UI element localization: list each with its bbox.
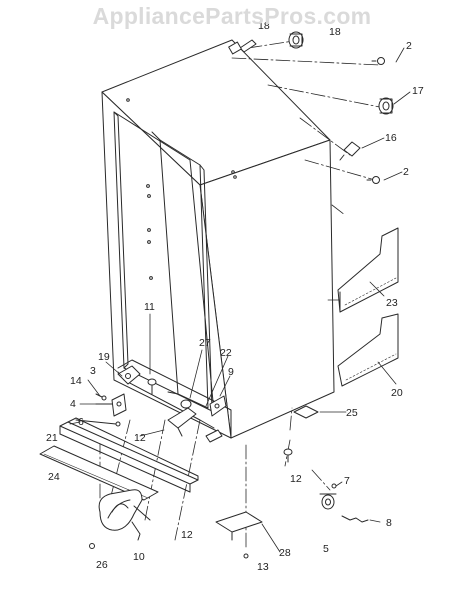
spring-8: [341, 515, 369, 523]
panel-23: [337, 227, 399, 313]
small-part-clip: [205, 429, 223, 443]
callout-5: 5: [323, 543, 329, 555]
screw-14: [95, 393, 107, 401]
callout-18b: 18: [329, 26, 341, 38]
bracket-22: [167, 407, 197, 437]
hinge-pin-18a: [228, 39, 257, 55]
callout-3: 3: [90, 365, 96, 377]
roller-5: [319, 493, 337, 510]
callout-11: 11: [144, 301, 155, 313]
callout-numbers: 18 18 2 17 16 2 23 20 11 27 22 9 19 3 14…: [46, 20, 424, 573]
screw-2b: [366, 176, 380, 184]
callout-21: 21: [46, 432, 58, 444]
panel-20: [337, 313, 399, 387]
bracket-9: [209, 395, 227, 417]
leveling-leg-11: [147, 378, 157, 395]
screw-13: [243, 553, 249, 559]
callout-10: 10: [133, 551, 145, 563]
leg-12-right: [283, 448, 293, 463]
callout-22: 22: [220, 347, 232, 359]
hinge-bracket-4: [95, 393, 127, 417]
callout-25: 25: [346, 407, 358, 419]
drain-hose-10: [98, 489, 151, 541]
kickplate-21: [59, 417, 199, 493]
callout-2a: 2: [406, 40, 412, 52]
cabinet: [101, 39, 335, 439]
callout-24: 24: [48, 471, 60, 483]
clamp-26: [89, 543, 95, 549]
screw-2a: [371, 57, 385, 65]
callout-12-bottom: 12: [181, 529, 193, 541]
callout-17: 17: [412, 85, 424, 97]
callout-19: 19: [98, 351, 110, 363]
callout-20: 20: [391, 387, 403, 399]
callout-6: 6: [78, 416, 84, 428]
callout-13: 13: [257, 561, 269, 573]
callout-14: 14: [70, 375, 82, 387]
callout-leaders: [69, 47, 411, 553]
callout-12-right: 12: [290, 473, 302, 485]
cover-28: [215, 511, 263, 541]
callout-4: 4: [70, 398, 76, 410]
callout-2b: 2: [403, 166, 409, 178]
pin-7: [331, 483, 337, 489]
callout-16: 16: [385, 132, 397, 144]
callout-9: 9: [228, 366, 234, 378]
hinge-16: [339, 141, 361, 161]
watermark: AppliancePartsPros.com: [92, 3, 372, 29]
bushing-18b: [288, 31, 304, 49]
callout-7: 7: [344, 475, 350, 487]
bushing-17: [378, 97, 394, 115]
callout-12-mid: 12: [134, 432, 146, 444]
bracket-19: [117, 365, 141, 385]
callout-26: 26: [96, 559, 108, 571]
callout-18a: 18: [258, 20, 270, 32]
callout-27: 27: [199, 337, 211, 349]
callout-28: 28: [279, 547, 291, 559]
cover-25: [293, 405, 319, 419]
callout-23: 23: [386, 297, 398, 309]
callout-8: 8: [386, 517, 392, 529]
